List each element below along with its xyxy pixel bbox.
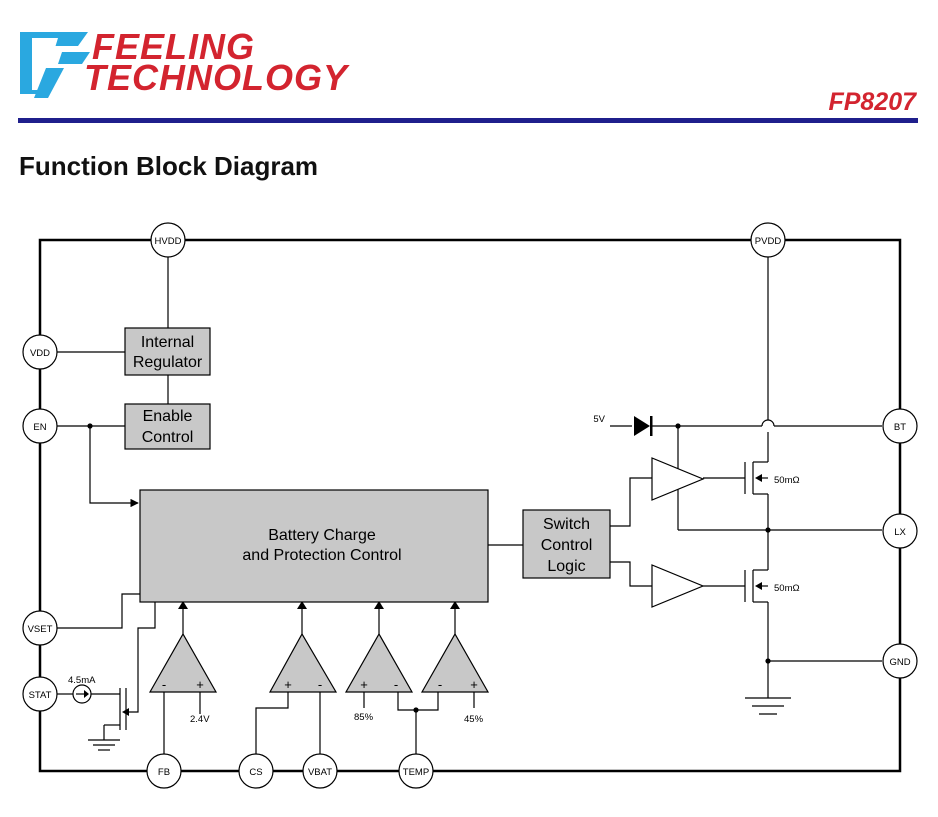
pin-bt bbox=[882, 408, 918, 444]
pin-gnd-label: GND bbox=[889, 657, 910, 668]
pin-stat-label: STAT bbox=[29, 690, 52, 701]
pin-vdd-label: VDD bbox=[30, 348, 50, 359]
internal-regulator-label-1: Internal bbox=[141, 334, 194, 351]
temp-85-comparator bbox=[344, 632, 414, 693]
page-header: FEELING TECHNOLOGY FP8207 bbox=[0, 0, 938, 130]
low-side-driver bbox=[651, 564, 705, 608]
company-name-line1: FEELING bbox=[92, 26, 256, 67]
pin-pvdd bbox=[750, 222, 786, 258]
battery-charge-block bbox=[139, 489, 489, 603]
company-name-line2: TECHNOLOGY bbox=[84, 57, 349, 98]
switch-control-label-3: Logic bbox=[547, 558, 585, 575]
pin-stat bbox=[22, 676, 58, 712]
cs-comp-plus: + bbox=[284, 677, 292, 692]
ref-45-label: 45% bbox=[464, 714, 484, 725]
pin-en bbox=[22, 408, 58, 444]
fb-comparator bbox=[148, 632, 218, 693]
enable-control-label-1: Enable bbox=[143, 408, 193, 425]
pin-gnd bbox=[882, 643, 918, 679]
pin-temp bbox=[398, 753, 434, 789]
t45-comp-minus: - bbox=[438, 677, 442, 692]
enable-control-label-2: Control bbox=[142, 429, 194, 446]
ref-85-label: 85% bbox=[354, 712, 374, 723]
cs-comp-minus: - bbox=[318, 677, 322, 692]
supply-5v-label: 5V bbox=[593, 414, 605, 425]
diode-icon bbox=[634, 416, 650, 436]
switch-control-label-1: Switch bbox=[543, 516, 590, 533]
page-title: Function Block Diagram bbox=[19, 151, 319, 181]
battery-charge-label-2: and Protection Control bbox=[242, 547, 401, 564]
pin-vdd bbox=[22, 334, 58, 370]
low-side-rds-label: 50mΩ bbox=[774, 583, 800, 594]
company-logo-icon bbox=[20, 32, 90, 98]
chip-boundary bbox=[38, 238, 902, 773]
pin-hvdd bbox=[150, 222, 186, 258]
pin-fb-label: FB bbox=[158, 767, 170, 778]
pin-lx bbox=[882, 513, 918, 549]
part-number: FP8207 bbox=[828, 88, 916, 116]
t85-comp-plus: + bbox=[360, 677, 368, 692]
pin-vset-label: VSET bbox=[28, 624, 53, 635]
pin-lx-label: LX bbox=[894, 527, 906, 538]
pin-temp-label: TEMP bbox=[403, 767, 429, 778]
header-divider bbox=[18, 118, 918, 123]
pin-bt-label: BT bbox=[894, 422, 906, 433]
pin-vset bbox=[22, 610, 58, 646]
temp-45-comparator bbox=[420, 632, 490, 693]
fb-reference-label: 2.4V bbox=[190, 714, 210, 725]
enable-control-block bbox=[124, 403, 211, 450]
pin-fb bbox=[146, 753, 182, 789]
switch-control-logic-block bbox=[522, 509, 611, 579]
pin-cs-label: CS bbox=[249, 767, 262, 778]
pin-vbat-label: VBAT bbox=[308, 767, 332, 778]
cs-vbat-comparator bbox=[268, 632, 338, 693]
fb-comp-plus: + bbox=[196, 677, 204, 692]
pin-pvdd-label: PVDD bbox=[755, 236, 782, 247]
high-side-rds-label: 50mΩ bbox=[774, 475, 800, 486]
pin-hvdd-label: HVDD bbox=[155, 236, 182, 247]
pin-en-label: EN bbox=[33, 422, 46, 433]
internal-regulator-block bbox=[124, 327, 211, 376]
t45-comp-plus: + bbox=[470, 677, 478, 692]
fb-comp-minus: - bbox=[162, 677, 166, 692]
high-side-driver bbox=[651, 457, 705, 501]
internal-regulator-label-2: Regulator bbox=[133, 354, 203, 371]
pin-vbat bbox=[302, 753, 338, 789]
current-source-label: 4.5mA bbox=[68, 675, 96, 686]
t85-comp-minus: - bbox=[394, 677, 398, 692]
pin-cs bbox=[238, 753, 274, 789]
switch-control-label-2: Control bbox=[541, 537, 593, 554]
battery-charge-label-1: Battery Charge bbox=[268, 527, 376, 544]
